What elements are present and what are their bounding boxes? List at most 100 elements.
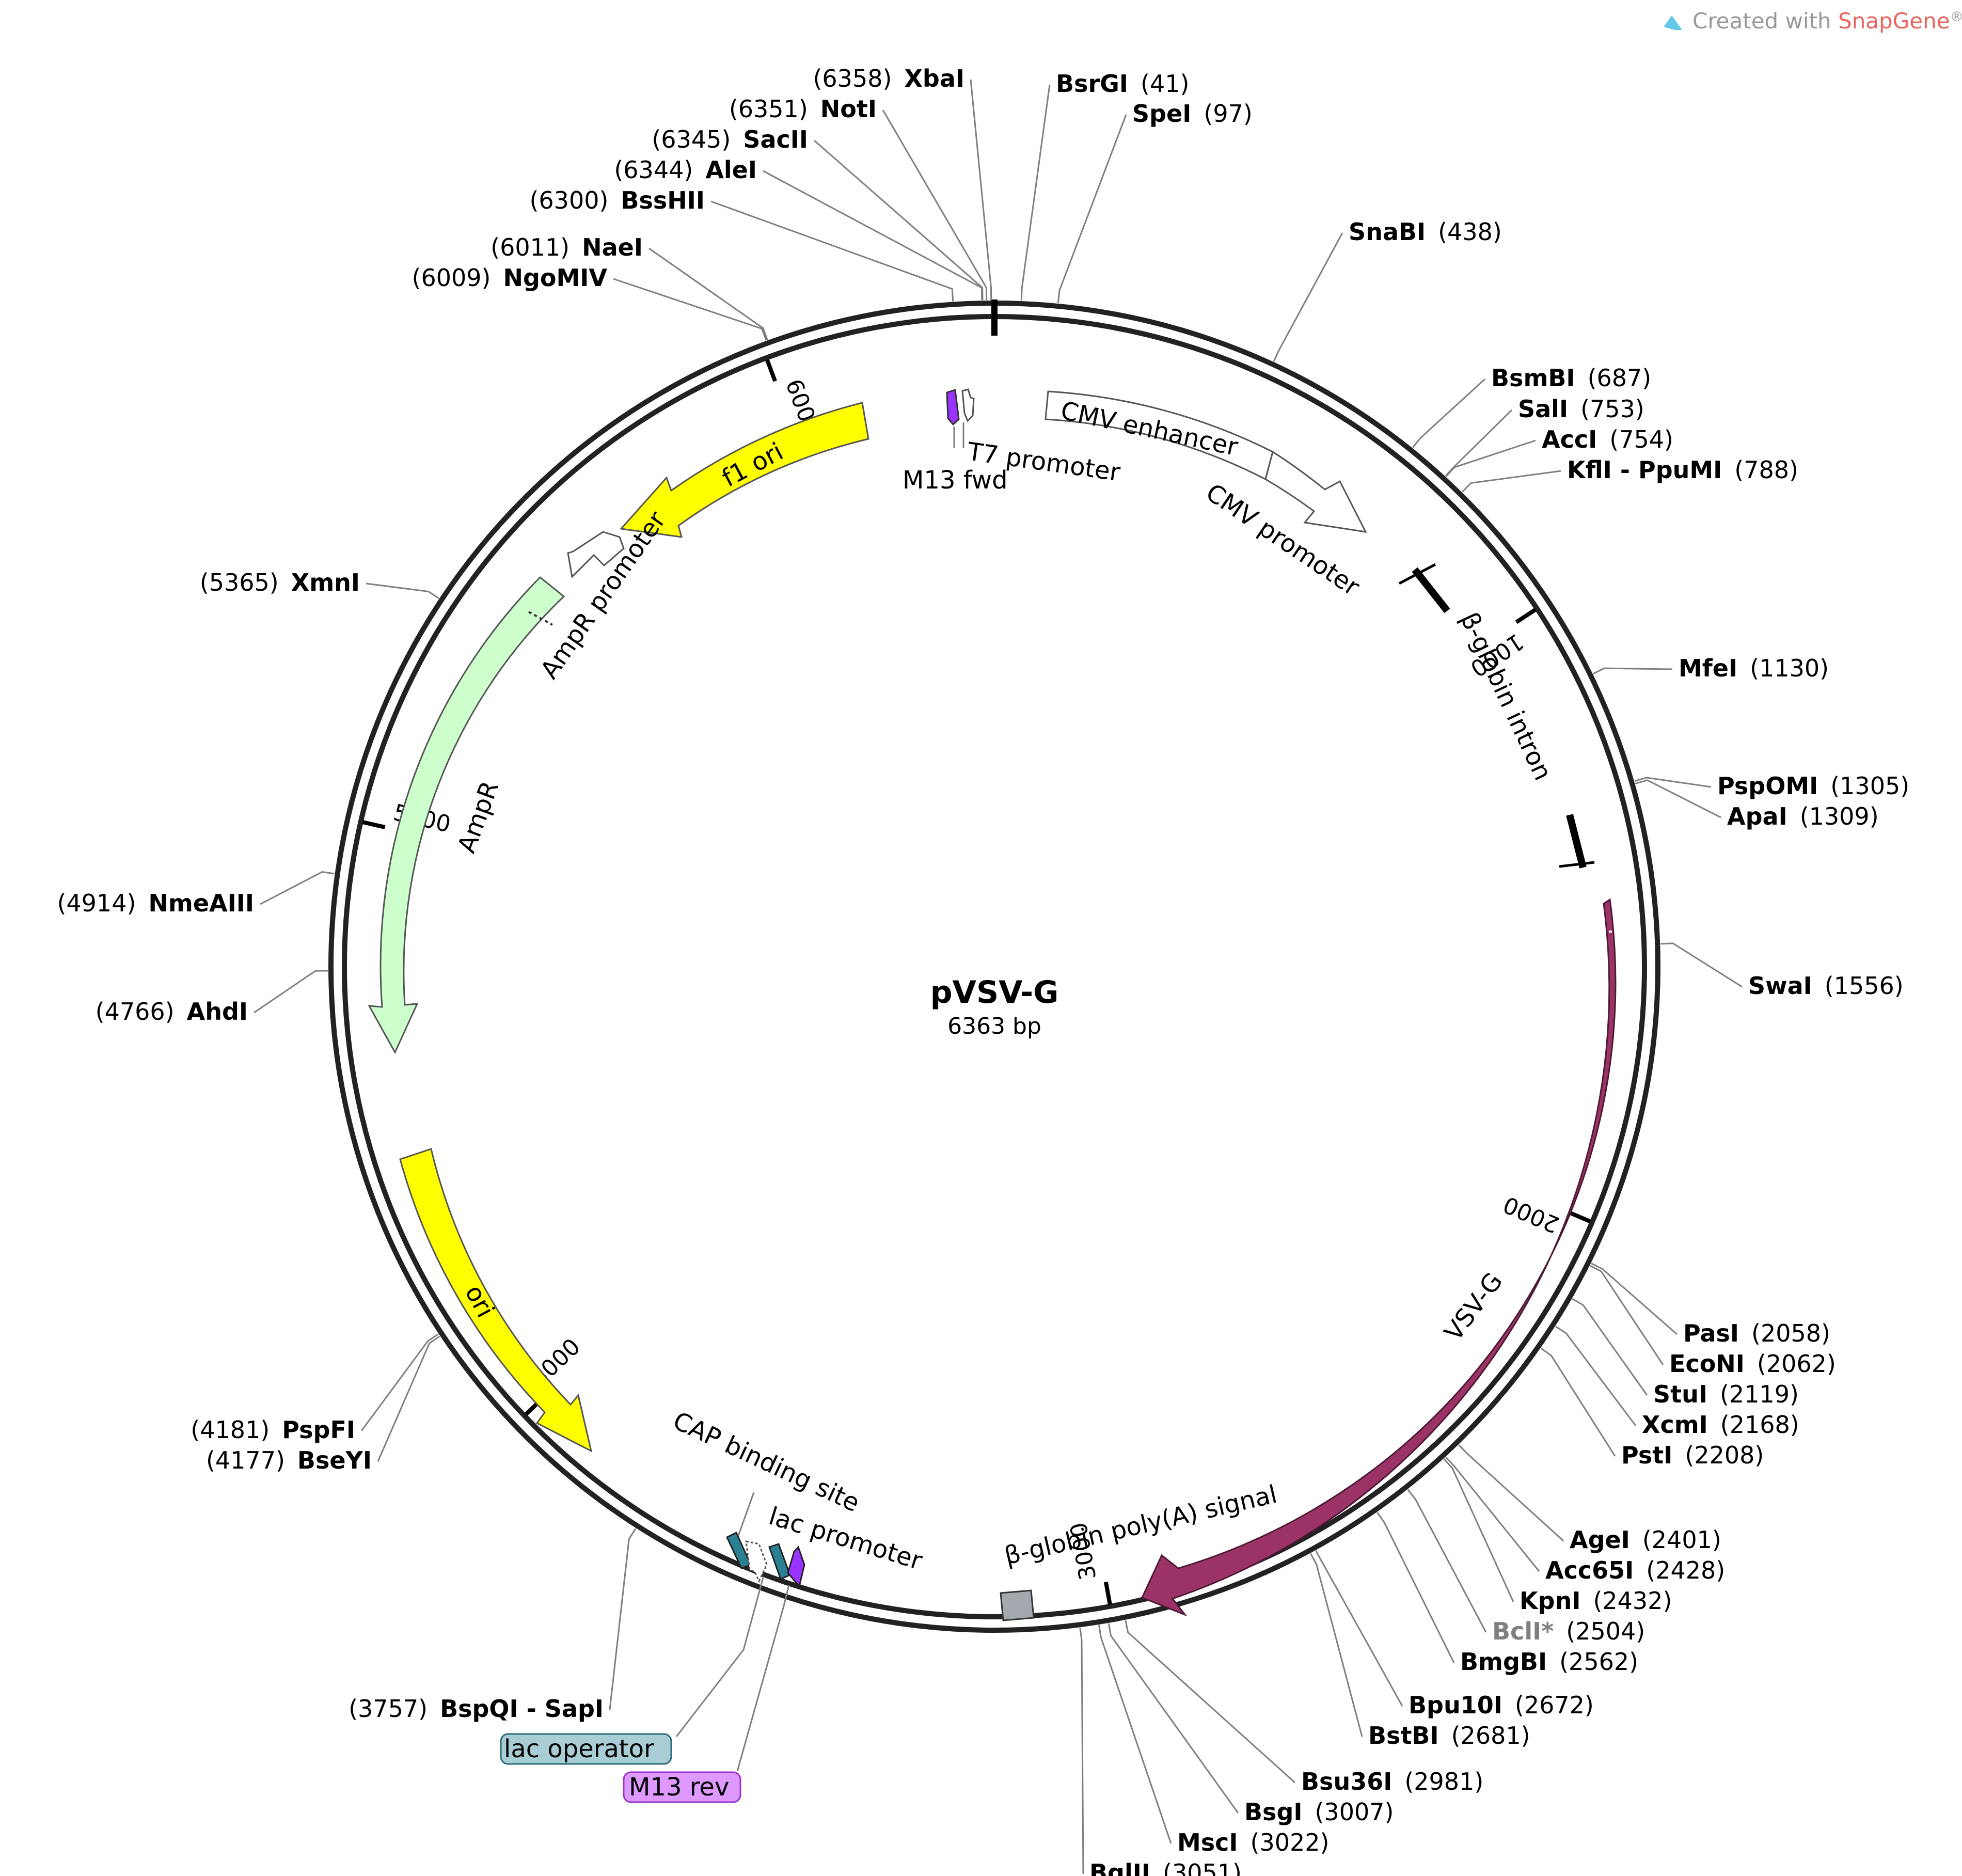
site-position: (2208) xyxy=(1685,1441,1764,1469)
site-leader-bmgbi xyxy=(1376,1512,1455,1663)
site-name: Bsu36I xyxy=(1301,1768,1392,1795)
site-agei: AgeI(2401) xyxy=(1570,1526,1721,1554)
site-leader-pspfi xyxy=(360,1333,439,1431)
site-name: BspQI - SapI xyxy=(440,1695,604,1723)
site-position: (2681) xyxy=(1451,1722,1530,1749)
site-bsu36i: Bsu36I (2981) xyxy=(1301,1768,1483,1795)
site-leader-naei xyxy=(648,247,768,340)
lac-promoter-marker xyxy=(745,1540,768,1583)
site-leader-bsrgi xyxy=(1020,84,1051,301)
t7-promoter-marker xyxy=(961,388,975,422)
site-stui: StuI(2119) xyxy=(1653,1380,1799,1408)
cap-leader xyxy=(737,1492,755,1536)
site-position: (3051) xyxy=(1163,1859,1242,1876)
site-name: NmeAIII xyxy=(148,889,254,917)
site-position: (2981) xyxy=(1404,1768,1483,1795)
snapgene-watermark: Created with SnapGene® xyxy=(1664,8,1962,34)
site-pspfi: PspFI(4181) xyxy=(191,1416,355,1444)
site-name: SpeI xyxy=(1132,100,1191,128)
m13-fwd-label: M13 fwd xyxy=(903,466,1008,495)
site-ngomiv: NgoMIV(6009) xyxy=(412,264,608,292)
site-position: (1305) xyxy=(1830,772,1909,800)
site-leader-ngomiv xyxy=(613,278,767,341)
site-name: XcmI xyxy=(1642,1411,1708,1439)
m13-rev-label: M13 rev xyxy=(629,1773,729,1802)
site-name: KflI - PpuMI xyxy=(1567,456,1722,484)
site-position: (2401) xyxy=(1642,1526,1721,1554)
site-name: BssHII xyxy=(621,186,705,214)
site-bsshii: BssHII (6300) xyxy=(529,186,705,214)
site-pspomi: PspOMI (1305) xyxy=(1717,772,1909,800)
site-leader-stui xyxy=(1572,1298,1648,1396)
site-swai: SwaI(1556) xyxy=(1748,972,1904,1000)
site-position: (754) xyxy=(1609,425,1673,453)
site-leader-econi xyxy=(1590,1265,1664,1365)
site-leader-bsshii xyxy=(710,200,954,302)
site-spei: SpeI(97) xyxy=(1132,100,1253,128)
site-position: (6345) xyxy=(652,125,731,153)
site-name: AhdI xyxy=(187,998,248,1026)
plasmid-size: 6363 bp xyxy=(947,1013,1041,1039)
site-position: (2062) xyxy=(1757,1350,1836,1378)
site-position: (6300) xyxy=(529,186,608,214)
intron-start-marker xyxy=(1412,567,1450,613)
watermark-reg: ® xyxy=(1950,9,1962,25)
vsvg-label: VSV-G xyxy=(1439,1267,1509,1346)
site-leader-ahdi xyxy=(254,970,328,1014)
site-sacii: SacII (6345) xyxy=(652,125,808,153)
site-position: (2168) xyxy=(1720,1411,1799,1439)
site-econi: EcoNI (2062) xyxy=(1669,1350,1836,1378)
site-position: (4177) xyxy=(206,1446,285,1474)
site-name: SacII xyxy=(743,125,808,153)
site-position: (1309) xyxy=(1800,802,1879,830)
ori-arrow xyxy=(399,1148,593,1453)
ruler-tick xyxy=(765,359,777,382)
site-pasi: PasI(2058) xyxy=(1683,1319,1830,1347)
site-leader-noti xyxy=(882,109,988,301)
site-position: (788) xyxy=(1734,456,1798,484)
site-name: BsrGI xyxy=(1056,70,1128,98)
site-leader-bcli xyxy=(1407,1489,1487,1633)
site-leader-xmni xyxy=(366,582,439,600)
site-name: PspOMI xyxy=(1717,772,1818,800)
ruler-tick xyxy=(1515,608,1537,624)
site-name: PstI xyxy=(1621,1441,1672,1469)
site-leader-sacii xyxy=(814,139,984,301)
site-leader-acc65i xyxy=(1445,1456,1540,1572)
site-leader-bstbi xyxy=(1310,1553,1363,1737)
site-leader-apai xyxy=(1635,779,1721,818)
site-position: (3757) xyxy=(349,1695,428,1723)
site-ahdi: AhdI(4766) xyxy=(96,998,248,1026)
site-name: EcoNI xyxy=(1669,1350,1745,1378)
site-alei: AleI(6344) xyxy=(614,156,757,184)
site-position: (6011) xyxy=(490,233,569,261)
site-xcmi: XcmI (2168) xyxy=(1642,1411,1799,1439)
cap-binding-site-label: CAP binding site xyxy=(669,1406,864,1518)
site-acci: AccI(754) xyxy=(1542,425,1673,453)
site-bsrgi: BsrGI(41) xyxy=(1056,70,1189,98)
site-bmgbi: BmgBI (2562) xyxy=(1460,1648,1638,1676)
cmv-promoter-arrow xyxy=(1264,450,1367,533)
site-name: BmgBI xyxy=(1460,1648,1547,1676)
site-naei: NaeI(6011) xyxy=(490,233,643,261)
site-leader-sali xyxy=(1445,409,1513,477)
site-position: (2672) xyxy=(1515,1691,1594,1719)
site-name: KpnI xyxy=(1520,1587,1580,1615)
site-position: (6358) xyxy=(813,65,892,92)
site-leader-mfei xyxy=(1593,667,1673,675)
site-leader-pspomi xyxy=(1634,777,1712,788)
site-bsmbi: BsmBI(687) xyxy=(1491,364,1651,392)
site-name: MscI xyxy=(1177,1828,1238,1856)
backbone-outer-ring xyxy=(328,301,1660,1633)
site-position: (6351) xyxy=(729,95,808,123)
site-position: (2562) xyxy=(1559,1648,1638,1676)
intron-end-marker xyxy=(1566,814,1587,869)
vsvg-arrow xyxy=(1141,898,1617,1617)
site-name: StuI xyxy=(1653,1380,1707,1408)
site-leaders xyxy=(254,79,1743,1874)
ruler-tick xyxy=(362,820,386,829)
site-psti: PstI (2208) xyxy=(1621,1441,1764,1469)
m13-rev-box xyxy=(623,1771,741,1803)
site-name: BsmBI xyxy=(1491,364,1575,392)
site-name: BseYI xyxy=(297,1446,372,1474)
